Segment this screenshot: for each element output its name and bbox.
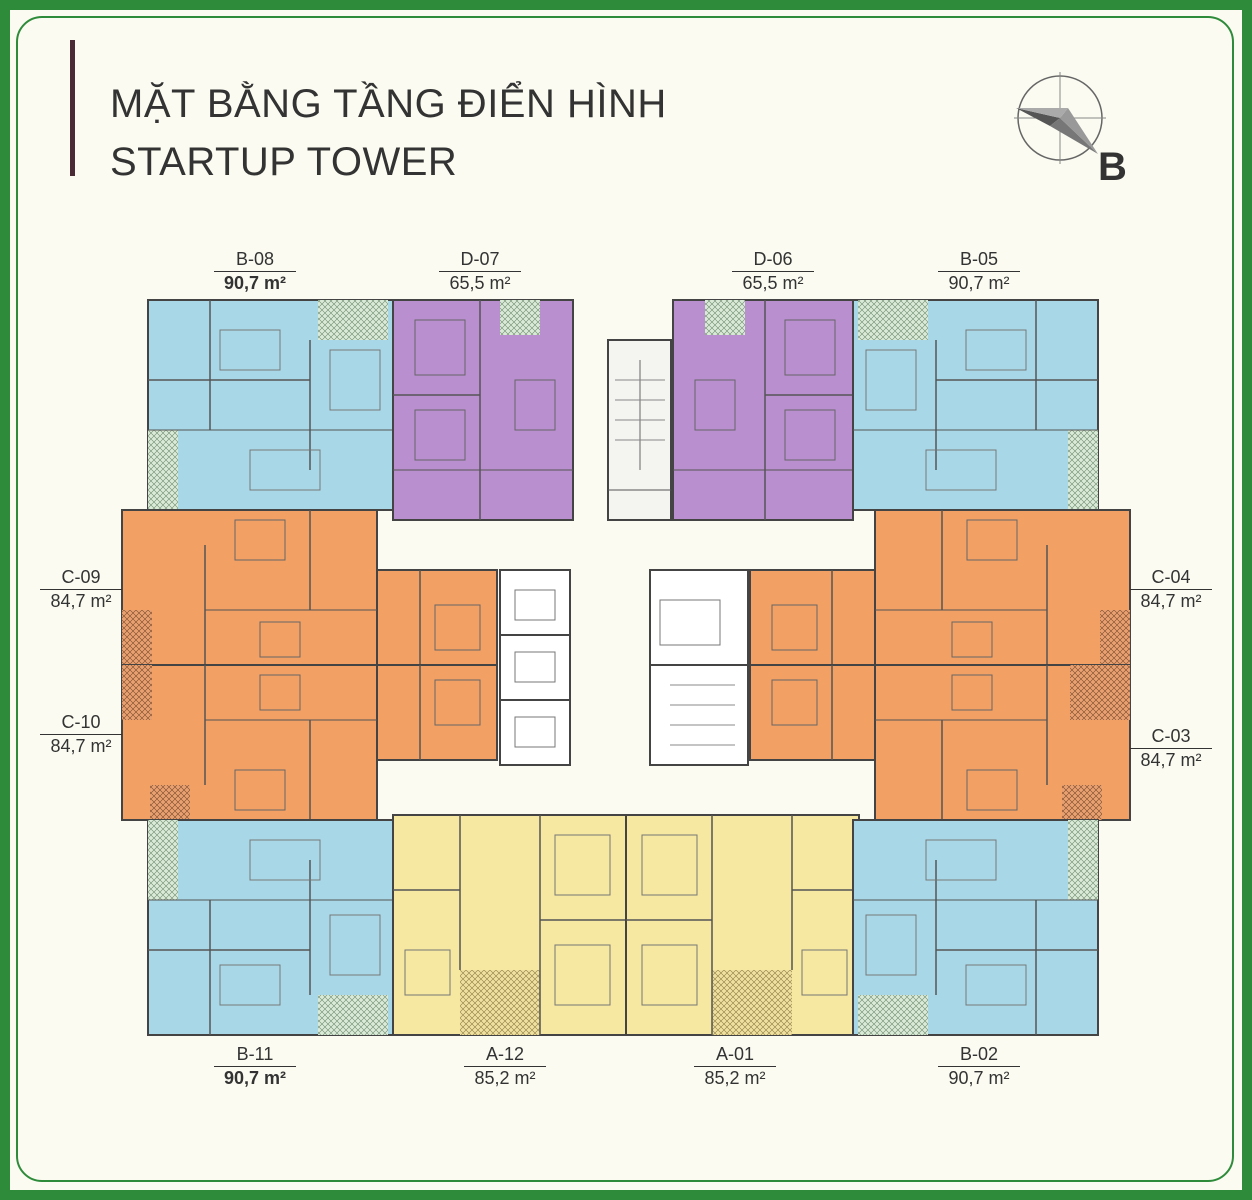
unit-code: C-09: [40, 566, 122, 590]
unit-code: B-05: [938, 248, 1020, 272]
unit-code: D-07: [439, 248, 521, 272]
lift-core: [499, 569, 571, 766]
unit-B-11-block: [147, 819, 394, 1036]
unit-label-A-12: A-12 85,2 m²: [450, 1043, 560, 1089]
unit-label-D-06: D-06 65,5 m²: [718, 248, 828, 294]
compass-icon: [1014, 72, 1106, 164]
service-core: [649, 569, 749, 766]
floor-plan: [121, 299, 1131, 1036]
unit-area: 90,7 m²: [948, 273, 1010, 293]
compass-direction-letter: B: [1098, 145, 1127, 189]
unit-code: B-11: [214, 1043, 296, 1067]
unit-label-C-09: C-09 84,7 m²: [26, 566, 136, 612]
unit-code: A-01: [694, 1043, 776, 1067]
unit-label-B-08: B-08 90,7 m²: [200, 248, 310, 294]
stair-core-top: [607, 339, 672, 521]
unit-code: C-03: [1130, 725, 1212, 749]
unit-C-10-block: [121, 664, 498, 821]
title-accent-bar: [70, 40, 75, 176]
unit-code: A-12: [464, 1043, 546, 1067]
unit-B-05-block: [852, 299, 1099, 511]
unit-label-A-01: A-01 85,2 m²: [680, 1043, 790, 1089]
page-subtitle: STARTUP TOWER: [110, 140, 458, 184]
unit-B-08-block: [147, 299, 394, 511]
unit-C-04-block: [749, 509, 1131, 666]
unit-A-12-block: [392, 814, 627, 1036]
unit-B-02-block: [852, 819, 1099, 1036]
unit-code: C-04: [1130, 566, 1212, 590]
unit-area: 65,5 m²: [449, 273, 511, 293]
unit-area: 90,7 m²: [223, 1068, 287, 1088]
unit-label-B-02: B-02 90,7 m²: [924, 1043, 1034, 1089]
unit-area: 85,2 m²: [474, 1068, 536, 1088]
unit-code: D-06: [732, 248, 814, 272]
unit-area: 65,5 m²: [742, 273, 804, 293]
floor-plan-sheet: MẶT BẰNG TẦNG ĐIỂN HÌNH STARTUP TOWER B: [10, 10, 1242, 1190]
unit-area: 84,7 m²: [1140, 750, 1202, 770]
unit-A-01-block: [625, 814, 860, 1036]
unit-code: B-02: [938, 1043, 1020, 1067]
unit-code: B-08: [214, 248, 296, 272]
unit-D-07-block: [392, 299, 574, 521]
unit-label-D-07: D-07 65,5 m²: [425, 248, 535, 294]
unit-D-06-block: [672, 299, 854, 521]
unit-C-03-block: [749, 664, 1131, 821]
unit-area: 84,7 m²: [50, 736, 112, 756]
page-title: MẶT BẰNG TẦNG ĐIỂN HÌNH: [110, 82, 667, 126]
unit-area: 84,7 m²: [50, 591, 112, 611]
unit-C-09-block: [121, 509, 498, 666]
unit-label-B-11: B-11 90,7 m²: [200, 1043, 310, 1089]
unit-label-C-04: C-04 84,7 m²: [1116, 566, 1226, 612]
unit-code: C-10: [40, 711, 122, 735]
unit-area: 90,7 m²: [223, 273, 287, 293]
unit-label-C-03: C-03 84,7 m²: [1116, 725, 1226, 771]
unit-label-B-05: B-05 90,7 m²: [924, 248, 1034, 294]
decorative-frame: [16, 16, 1234, 1182]
unit-area: 90,7 m²: [948, 1068, 1010, 1088]
unit-area: 84,7 m²: [1140, 591, 1202, 611]
unit-area: 85,2 m²: [704, 1068, 766, 1088]
unit-label-C-10: C-10 84,7 m²: [26, 711, 136, 757]
